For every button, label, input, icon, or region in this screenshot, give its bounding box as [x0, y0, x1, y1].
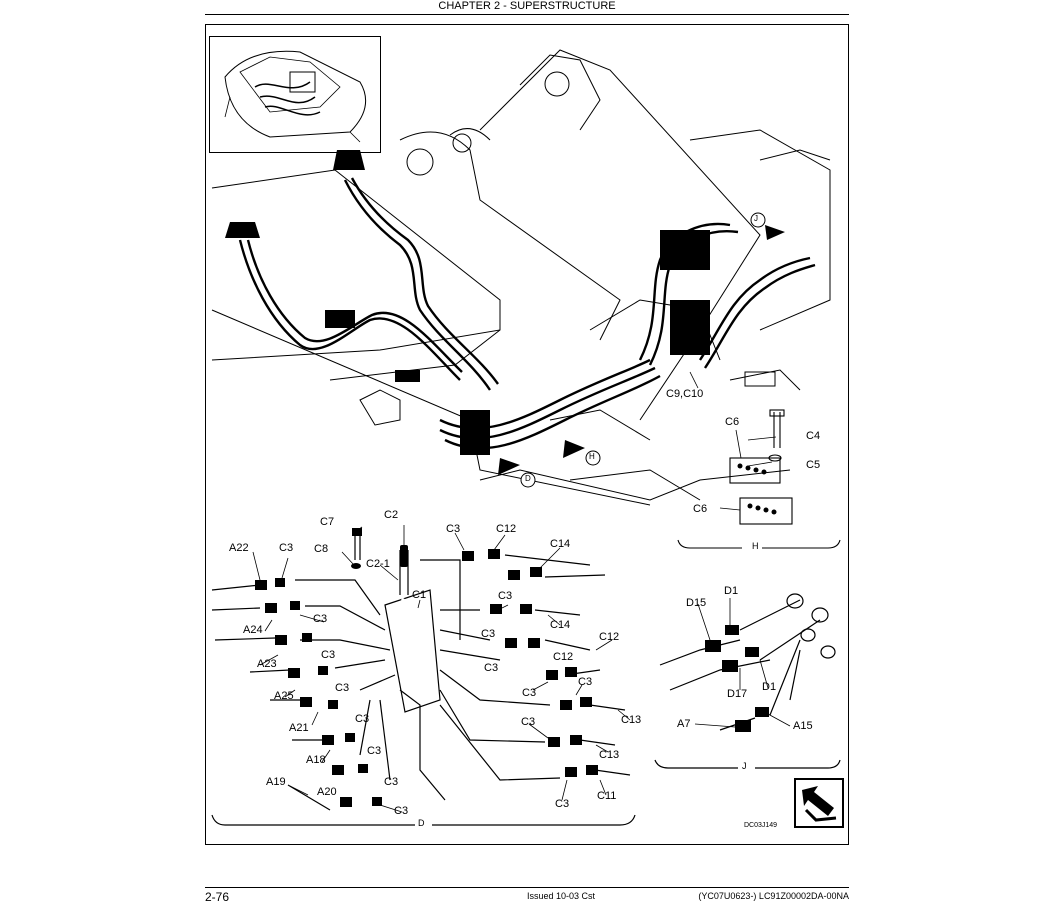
label-c1: C1: [412, 589, 427, 601]
label-d1-bottom: D1: [762, 681, 777, 693]
label-a21: A21: [289, 722, 309, 734]
label-a15: A15: [793, 720, 813, 732]
label-d17: D17: [727, 688, 748, 700]
label-c3-14: C3: [384, 776, 399, 788]
page-header: CHAPTER 2 - SUPERSTRUCTURE: [205, 0, 849, 15]
view-marker-h: H: [589, 452, 595, 461]
return-arrow-icon: [794, 778, 844, 828]
label-c5: C5: [806, 459, 821, 471]
label-c3-9: C3: [578, 676, 593, 688]
figure-code: DC03J149: [744, 822, 778, 829]
label-a23: A23: [257, 658, 277, 670]
label-c12-1: C12: [496, 523, 517, 535]
label-c8: C8: [314, 543, 329, 555]
label-a22: A22: [229, 542, 249, 554]
label-c2: C2: [384, 509, 399, 521]
label-a20: A20: [317, 786, 337, 798]
label-a25: A25: [274, 690, 294, 702]
label-c3-12: C3: [521, 716, 536, 728]
label-c13-1: C13: [621, 714, 642, 726]
view-caption-d: D: [418, 818, 425, 828]
label-c3-11: C3: [355, 713, 370, 725]
location-inset: [209, 36, 381, 153]
label-c3-7: C3: [484, 662, 499, 674]
label-c6-top: C6: [725, 416, 740, 428]
label-c6-bottom: C6: [693, 503, 708, 515]
issue-info: Issued 10-03 Cst: [527, 891, 596, 901]
label-c2-1: C2-1: [366, 558, 390, 570]
machine-overview-sketch: [224, 50, 367, 143]
document-reference: (YC07U0623-) LC91Z00002DA-00NA: [698, 891, 849, 901]
page-number: 2-76: [205, 890, 230, 904]
view-marker-j: J: [754, 214, 758, 223]
view-marker-d: D: [525, 474, 531, 483]
view-caption-h: H: [752, 541, 759, 551]
label-c3-13: C3: [367, 745, 382, 757]
label-c3-6: C3: [321, 649, 336, 661]
label-a18: A18: [306, 754, 326, 766]
label-d1-top: D1: [724, 585, 739, 597]
label-a19: A19: [266, 776, 286, 788]
label-c12-3: C12: [553, 651, 574, 663]
label-d15: D15: [686, 597, 707, 609]
label-c3-10: C3: [522, 687, 537, 699]
label-c9-c10: C9,C10: [666, 388, 704, 400]
diagram-frame: [205, 24, 849, 845]
label-c3-15: C3: [394, 805, 409, 817]
label-c3-5: C3: [481, 628, 496, 640]
label-c3-8: C3: [335, 682, 350, 694]
label-a24: A24: [243, 624, 263, 636]
page-footer: 2-76 Issued 10-03 Cst (YC07U0623-) LC91Z…: [205, 887, 849, 904]
label-c3-3: C3: [498, 590, 513, 602]
label-c3-2: C3: [279, 542, 294, 554]
label-c3-16: C3: [555, 798, 570, 810]
label-c13-2: C13: [599, 749, 620, 761]
label-c7: C7: [320, 516, 335, 528]
chapter-title: CHAPTER 2 - SUPERSTRUCTURE: [438, 0, 616, 12]
label-c4: C4: [806, 430, 821, 442]
view-caption-j: J: [742, 761, 747, 771]
label-c3-1: C3: [446, 523, 461, 535]
label-c14-2: C14: [550, 619, 571, 631]
label-c11: C11: [597, 790, 617, 802]
label-c3-4: C3: [313, 613, 328, 625]
label-c12-2: C12: [599, 631, 620, 643]
label-c14-1: C14: [550, 538, 571, 550]
label-a7: A7: [677, 718, 691, 730]
